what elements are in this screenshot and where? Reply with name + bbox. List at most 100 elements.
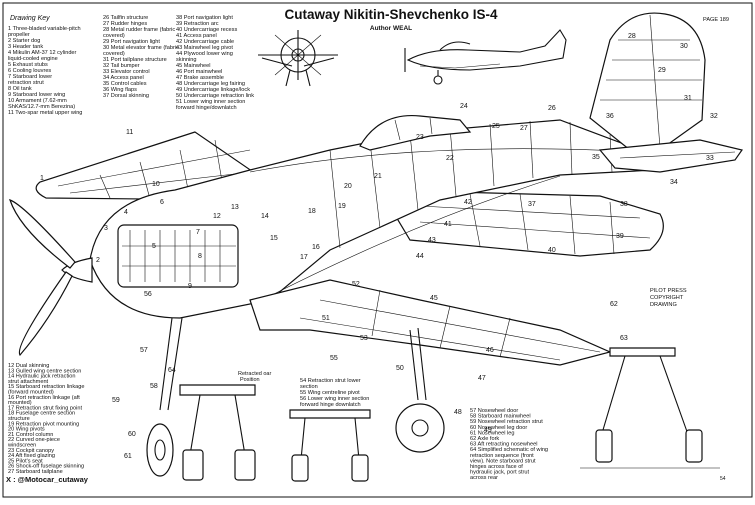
front-view-sketch [258, 30, 338, 87]
key-bottom-mid-line-0: 54 Retraction strut lower [300, 378, 361, 384]
nose-landing-gear [146, 317, 183, 477]
callout-58: 58 [150, 383, 158, 390]
author-label: Author WEAL [370, 25, 412, 32]
key-col1-line-11: 9 Starboard lower wing [8, 92, 65, 98]
key-bottom-left-line-7: mounted) [8, 400, 32, 406]
key-col1-line-0: 1 Three-bladed variable-pitch [8, 26, 81, 32]
callout-42: 42 [464, 199, 472, 206]
key-col1-line-1: propeller [8, 32, 30, 38]
key-bottom-left-line-17: 24 Aft fixed glazing [8, 453, 55, 459]
key-col2-line-9: 33 Elevator control [103, 69, 150, 75]
callout-59: 59 [112, 397, 120, 404]
callout-57: 57 [140, 347, 148, 354]
key-col2-line-8: 32 Tail bumper [103, 63, 140, 69]
callout-55: 55 [330, 355, 338, 362]
key-bottom-left-line-2: 14 Hydraulic jack retraction [8, 374, 75, 380]
key-bottom-left-line-18: 25 Pilot's seat [8, 458, 43, 464]
key-col3-line-13: 50 Undercarriage retraction link [176, 93, 254, 99]
callout-32: 32 [710, 113, 718, 120]
callout-10: 10 [152, 181, 160, 188]
key-bottom-left-line-20: 27 Starboard tailplane [8, 469, 63, 475]
key-col2-line-6: covered) [103, 51, 125, 57]
key-bottom-right-line-11: hydraulic jack, port strut [470, 470, 530, 476]
callout-35: 35 [592, 154, 600, 161]
callout-1: 1 [40, 175, 44, 182]
key-bottom-left-line-14: 22 Curved one-piece [8, 437, 60, 443]
callout-30: 30 [680, 43, 688, 50]
callout-26: 26 [548, 105, 556, 112]
callout-44: 44 [416, 253, 424, 260]
callout-27: 27 [520, 125, 528, 132]
callout-20: 20 [344, 183, 352, 190]
callout-19: 19 [338, 203, 346, 210]
key-bottom-right-line-2: 59 Nosewheel retraction strut [470, 419, 543, 425]
callout-2: 2 [96, 257, 100, 264]
key-bottom-left-line-4: 15 Starboard retraction linkage [8, 384, 85, 390]
copyright-line-2: COPYRIGHT [650, 295, 684, 301]
callout-25: 25 [492, 123, 500, 130]
three-view-thumbnail [258, 29, 567, 87]
key-col3-line-10: 47 Brake assemble [176, 75, 224, 81]
key-bottom-right-line-8: retraction sequence (front [470, 453, 534, 459]
callout-23: 23 [416, 134, 424, 141]
key-col1-line-2: 2 Starter dog [8, 38, 40, 44]
key-col3-line-8: 45 Mainwheel [176, 63, 211, 69]
callout-8: 8 [198, 253, 202, 260]
callout-36: 36 [606, 113, 614, 120]
key-col2-line-5: 30 Metal elevator frame (fabric [103, 45, 179, 51]
main-landing-gear [395, 327, 445, 453]
callout-37: 37 [528, 201, 536, 208]
key-bottom-left-line-9: 18 Fuselage centre section [8, 411, 75, 417]
callout-39: 39 [616, 233, 624, 240]
key-col2-line-4: 29 Port navigation light [103, 39, 160, 45]
callout-51: 51 [322, 315, 330, 322]
copyright-line-1: PILOT PRESS [650, 288, 687, 294]
callout-61: 61 [124, 453, 132, 460]
key-col3-line-15: forward hinge/downlatch [176, 105, 237, 111]
key-col1-line-7: 6 Cooling louvres [8, 68, 51, 74]
key-col2-line-13: 37 Dorsal skinning [103, 93, 149, 99]
propeller-spinner [61, 257, 93, 283]
lower-gull-wing [249, 279, 612, 366]
key-bottom-right-line-9: view). Note starboard strut [470, 458, 536, 464]
callout-31: 31 [684, 95, 692, 102]
key-bottom-right-line-3: 60 Nosewheel leg door [470, 425, 527, 431]
key-bottom-left-line-11: 19 Retraction pivot mounting [8, 421, 79, 427]
copyright-line-3: DRAWING [650, 302, 677, 308]
callout-62: 62 [610, 301, 618, 308]
corner-mark: 54 [720, 476, 726, 482]
callout-11: 11 [126, 129, 133, 136]
propeller-blade-lower [18, 271, 73, 356]
key-col3-line-1: 39 Retraction arc [176, 21, 219, 27]
key-col1-line-8: 7 Starboard lower [8, 74, 52, 80]
tailfin-rudder [589, 12, 706, 151]
retraction-schematic-right [580, 347, 720, 469]
key-col3-line-9: 46 Port mainwheel [176, 69, 222, 75]
key-bottom-left-line-16: 23 Cockpit canopy [8, 448, 54, 454]
page-number: PAGE 189 [703, 17, 729, 23]
callout-17: 17 [300, 254, 308, 261]
engine-block [117, 224, 239, 288]
key-col3-line-5: 43 Mainwheel leg pivot [176, 45, 233, 51]
key-bottom-left-line-6: 16 Port retraction linkage (aft [8, 395, 80, 401]
key-col2-line-0: 26 Tailfin structure [103, 15, 148, 21]
key-col3-line-12: 49 Undercarriage linkage/lock [176, 87, 250, 93]
callout-43: 43 [428, 237, 436, 244]
callout-34: 34 [670, 179, 678, 186]
key-bottom-right-line-1: 58 Starboard mainwheel [470, 414, 531, 420]
callout-56: 56 [144, 291, 152, 298]
key-col2-line-10: 34 Access panel [103, 75, 144, 81]
cockpit-canopy [359, 114, 472, 151]
key-col3-line-4: 42 Undercarriage cable [176, 39, 234, 45]
key-col1-line-9: retraction strut [8, 80, 44, 86]
key-col2-line-3: covered) [103, 33, 125, 39]
key-col2-line-2: 28 Metal rudder frame (fabric [103, 27, 175, 33]
key-col1-line-3: 3 Header tank [8, 44, 43, 50]
key-bottom-right-line-7: 64 Simplified schematic of wing [470, 447, 548, 453]
key-col3-line-14: 51 Lower wing inner section [176, 99, 245, 105]
key-bottom-left-line-5: (forward mounted) [8, 390, 54, 396]
